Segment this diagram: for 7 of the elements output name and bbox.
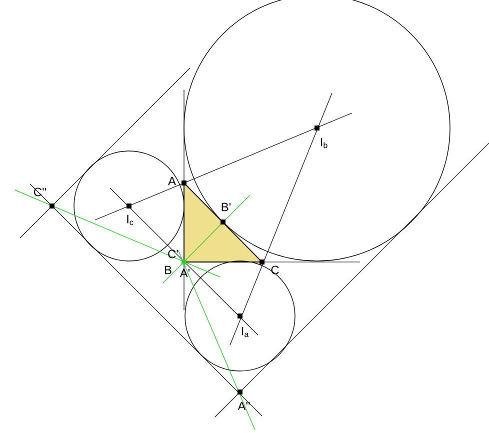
point-label: I$_{b}$ [320, 138, 328, 148]
point-label: B [165, 266, 172, 274]
point-label: C [271, 266, 279, 274]
point-label: A [168, 176, 176, 186]
point-label: I$_{c}$ [127, 214, 134, 226]
point-label: B' [222, 202, 231, 212]
point-label: I$_{a}$ [242, 326, 249, 338]
